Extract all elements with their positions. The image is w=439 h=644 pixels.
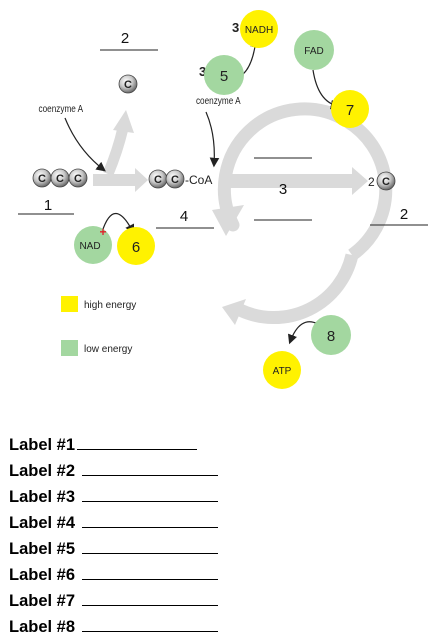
answer-label-2[interactable]: Label #2 [9,458,218,484]
answer-blank[interactable] [81,485,218,502]
blank-number-top-carbon: 2 [121,30,129,47]
answer-blank[interactable] [81,537,218,554]
carbon-atoms: C C C C C C C [32,74,396,191]
svg-text:7: 7 [346,102,354,119]
svg-text:5: 5 [220,68,228,85]
answer-blank[interactable] [81,511,218,528]
blank-lines [18,49,428,229]
nadh-bubble: NADH [240,10,278,48]
answer-label-5[interactable]: Label #5 [9,536,218,562]
nad-bubble: NAD + [74,225,112,264]
svg-text:ATP: ATP [273,366,292,377]
bubble-5: 5 [204,55,244,95]
cycle-ring [212,102,393,325]
svg-text:C: C [38,173,46,185]
carbon-atom: C [165,169,185,189]
carbon-atom: C [148,169,168,189]
carbon-atom: C [50,168,70,188]
answer-label-list: Label #1 Label #2 Label #3 Label #4 Labe… [9,432,218,640]
svg-text:8: 8 [327,328,335,345]
svg-text:6: 6 [132,239,140,256]
fad-multiplier: 3 [199,64,206,79]
answer-blank[interactable] [77,433,198,450]
svg-text:FAD: FAD [304,46,323,57]
legend-label-low: low energy [84,344,132,355]
svg-text:C: C [56,173,64,185]
legend-swatch-high [61,296,78,312]
svg-text:NAD: NAD [79,241,100,252]
coenzyme-a-label-right: coenzyme A [196,95,241,106]
nadh-multiplier: 3 [232,20,239,35]
fad-bubble: FAD [294,30,334,70]
bubble-8: 8 [311,315,351,355]
blank-number-start-molecule: 1 [44,197,52,214]
answer-label-3[interactable]: Label #3 [9,484,218,510]
coenzyme-a-label-left: coenzyme A [39,103,84,114]
legend: high energy low energy [61,296,136,356]
answer-label-8[interactable]: Label #8 [9,614,218,640]
legend-label-high: high energy [84,300,136,311]
svg-text:C: C [124,79,132,91]
carbon-atom: C [376,171,396,191]
svg-text:+: + [99,225,106,239]
svg-text:C: C [74,173,82,185]
carbon-atom: C [118,74,138,94]
bubble-7: 7 [331,90,369,128]
exit-carbon-multiplier: 2 [368,175,375,189]
answer-label-6[interactable]: Label #6 [9,562,218,588]
blank-number-acetyl-coa: 4 [180,208,188,225]
atp-bubble: ATP [263,351,301,389]
answer-blank[interactable] [81,589,218,606]
reaction-arrows [64,37,341,345]
svg-text:C: C [382,176,390,188]
blank-number-cycle: 3 [279,181,287,198]
answer-label-7[interactable]: Label #7 [9,588,218,614]
flow-arrows [93,110,368,195]
answer-blank[interactable] [81,459,218,476]
coa-suffix-label: -CoA [185,173,212,187]
answer-label-1[interactable]: Label #1 [9,432,218,458]
bubble-6: 6 [117,227,155,265]
answer-blank[interactable] [81,615,218,632]
svg-text:NADH: NADH [245,25,273,36]
carbon-atom: C [32,168,52,188]
legend-swatch-low [61,340,78,356]
carbon-atom: C [68,168,88,188]
answer-blank[interactable] [81,563,218,580]
answer-label-4[interactable]: Label #4 [9,510,218,536]
krebs-cycle-diagram: 2 1 4 3 2 C C C C C C [18,10,428,389]
blank-number-exit-carbon: 2 [400,206,408,223]
svg-text:C: C [171,174,179,186]
svg-text:C: C [154,174,162,186]
